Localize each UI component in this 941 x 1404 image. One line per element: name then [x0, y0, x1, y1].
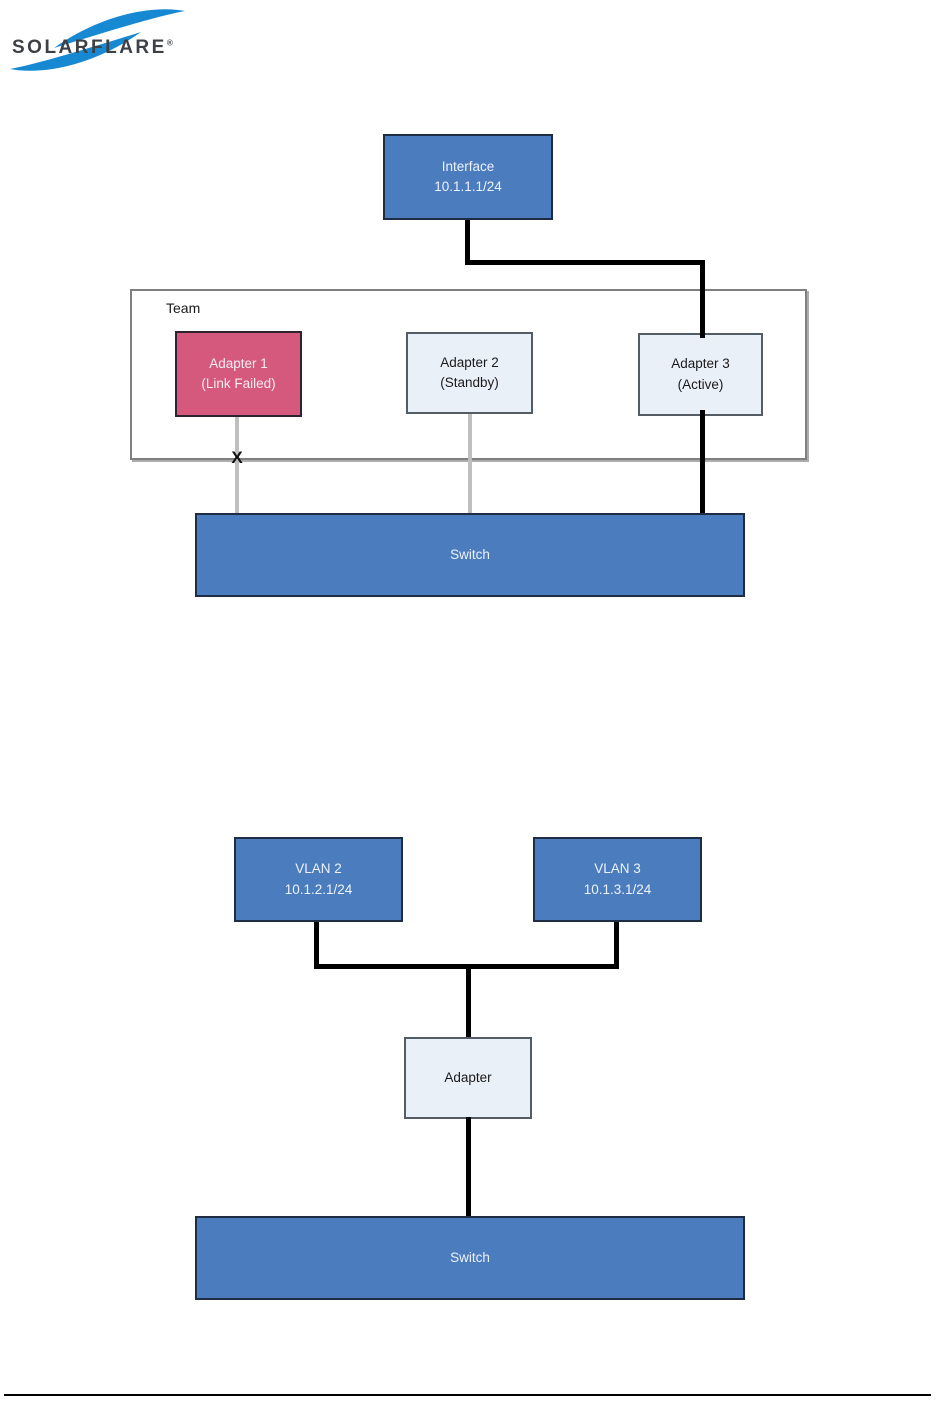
vlan3-label: VLAN 3 [594, 861, 641, 877]
connector-vlan2-down [314, 922, 319, 969]
adapter1-status: (Link Failed) [201, 376, 276, 391]
switch1-node: Switch [195, 513, 745, 597]
adapter-node: Adapter [404, 1037, 532, 1119]
logo-registered-mark: ® [166, 38, 173, 48]
connector-adapter3-to-switch [700, 410, 705, 515]
vlan3-ip: 10.1.3.1/24 [583, 881, 652, 897]
adapter3-label: Adapter 3 [671, 356, 730, 372]
connector-adapter1-to-switch [235, 417, 239, 515]
team-group-label: Team [166, 300, 201, 316]
adapter2-status: (Standby) [440, 375, 499, 390]
connector-interface-across [465, 260, 705, 265]
adapter3-node: Adapter 3 (Active) [638, 333, 763, 416]
connector-to-adapter3 [700, 260, 705, 338]
adapter1-label: Adapter 1 [209, 355, 268, 371]
switch2-node: Switch [195, 1216, 745, 1300]
interface-node-ip: 10.1.1.1/24 [434, 179, 502, 194]
vlan3-node: VLAN 3 10.1.3.1/24 [533, 837, 702, 922]
interface-node: Interface 10.1.1.1/24 [383, 134, 553, 220]
solarflare-logo: SOLARFLARE® [8, 4, 186, 74]
vlan2-ip: 10.1.2.1/24 [284, 881, 353, 897]
connector-adapter-to-switch [466, 1117, 471, 1216]
connector-join-to-adapter [466, 964, 471, 1040]
switch2-label: Switch [450, 1249, 490, 1265]
adapter2-node: Adapter 2 (Standby) [406, 332, 533, 414]
logo-swoosh-icon [10, 9, 185, 71]
connector-vlan3-down [614, 922, 619, 969]
connector-adapter2-to-switch [468, 414, 472, 515]
adapter2-label: Adapter 2 [440, 354, 499, 370]
vlan2-label: VLAN 2 [295, 861, 342, 877]
adapter-label: Adapter [444, 1069, 492, 1085]
switch1-label: Switch [450, 546, 490, 562]
connector-interface-down [465, 220, 470, 265]
logo-wordmark: SOLARFLARE® [12, 37, 173, 59]
logo-brand-text: SOLARFLARE [12, 37, 167, 58]
interface-node-label: Interface [441, 158, 495, 174]
adapter3-status: (Active) [677, 376, 724, 392]
adapter1-node: Adapter 1 (Link Failed) [175, 331, 302, 417]
vlan2-node: VLAN 2 10.1.2.1/24 [234, 837, 403, 922]
footer-divider [4, 1394, 931, 1396]
failed-link-x-icon: X [231, 448, 243, 467]
